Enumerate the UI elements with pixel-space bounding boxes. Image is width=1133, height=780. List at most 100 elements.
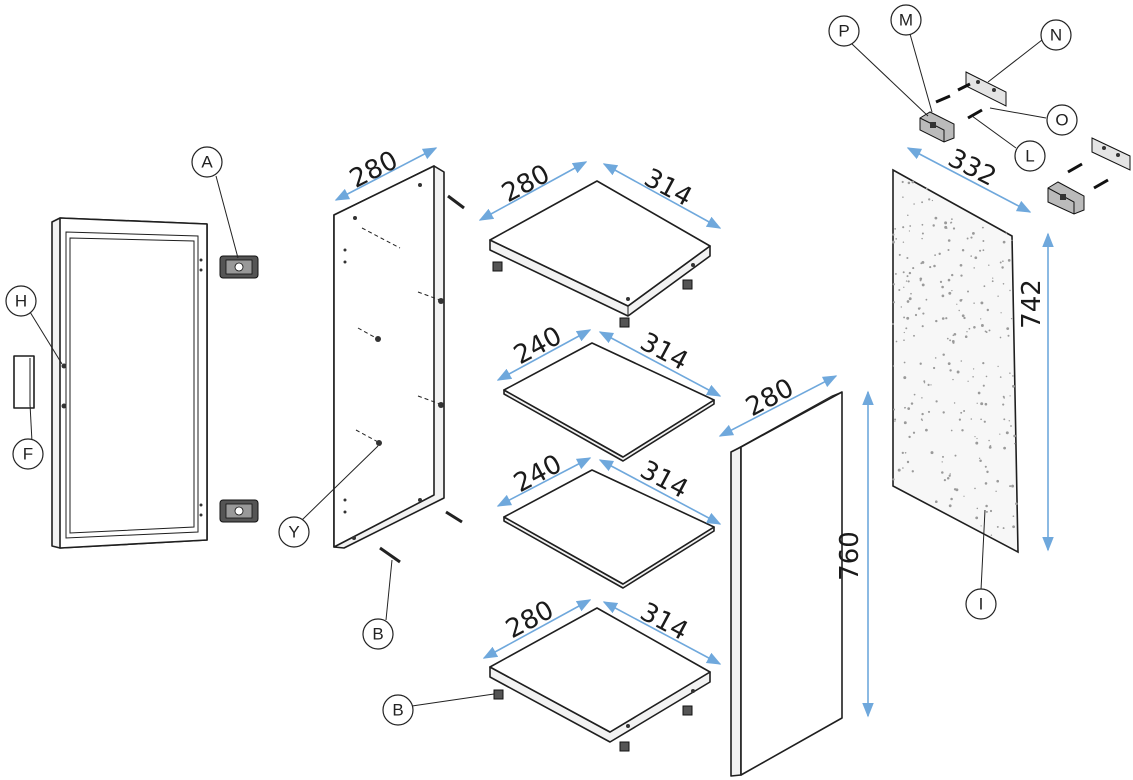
texture-speckle [999, 433, 1001, 435]
texture-speckle [985, 510, 988, 513]
texture-speckle [999, 261, 1002, 264]
texture-speckle [982, 384, 985, 387]
texture-speckle [976, 437, 978, 440]
texture-speckle [935, 319, 938, 323]
texture-speckle [985, 504, 988, 508]
callout-f-label: F [23, 445, 33, 464]
texture-speckle [1000, 312, 1002, 314]
texture-speckle [906, 460, 910, 464]
texture-speckle [902, 226, 905, 229]
callout-n: N [987, 19, 1072, 83]
texture-speckle [910, 402, 914, 405]
texture-speckle [892, 283, 895, 286]
texture-speckle [908, 435, 911, 439]
texture-speckle [959, 263, 963, 267]
texture-speckle [946, 476, 950, 480]
texture-speckle [903, 339, 905, 342]
texture-speckle [921, 232, 924, 235]
texture-speckle [966, 237, 969, 240]
texture-speckle [991, 280, 994, 283]
dimension-arrows [334, 147, 1054, 718]
texture-speckle [906, 256, 909, 260]
texture-speckle [973, 302, 975, 304]
callout-i-label: I [979, 595, 984, 614]
texture-speckle [919, 307, 921, 309]
callout-a: A [191, 146, 239, 259]
callout-o: O [989, 104, 1078, 136]
texture-speckle [1013, 434, 1016, 438]
texture-speckle [903, 286, 905, 288]
texture-speckle [950, 497, 953, 501]
texture-speckle [997, 365, 999, 368]
screws [935, 82, 1109, 190]
hanger-bracket-lower [1047, 181, 1085, 215]
texture-speckle [1012, 375, 1014, 377]
texture-speckle [1003, 397, 1006, 399]
texture-speckle [972, 376, 974, 378]
texture-speckle [958, 309, 960, 312]
texture-speckle [980, 318, 982, 320]
texture-speckle [935, 400, 938, 403]
texture-speckle [923, 380, 926, 383]
texture-speckle [894, 228, 897, 230]
texture-speckle [908, 230, 911, 232]
texture-speckle [927, 383, 930, 386]
texture-speckle [1003, 418, 1006, 421]
callout-l-label: L [1025, 147, 1034, 166]
texture-speckle [939, 280, 943, 284]
texture-speckle [953, 402, 956, 404]
texture-speckle [907, 214, 909, 217]
texture-speckle [1009, 395, 1011, 397]
texture-speckle [1014, 442, 1016, 445]
texture-speckle [980, 324, 984, 327]
texture-speckle [931, 199, 934, 202]
texture-speckle [934, 216, 938, 220]
hinge-top-icon [219, 255, 259, 279]
texture-speckle [1009, 485, 1012, 488]
texture-speckle [980, 301, 984, 305]
texture-speckle [951, 289, 953, 292]
texture-speckle [895, 238, 898, 240]
texture-speckle [925, 428, 928, 432]
texture-speckle [944, 225, 948, 229]
texture-speckle [1012, 384, 1015, 388]
texture-speckle [903, 361, 906, 364]
texture-speckle [948, 291, 952, 295]
texture-speckle [892, 365, 895, 367]
texture-speckle [908, 297, 912, 301]
texture-speckle [984, 330, 987, 333]
texture-speckle [995, 490, 997, 493]
texture-speckle [1015, 502, 1018, 505]
wall-plate-lower [1091, 137, 1131, 171]
texture-speckle [925, 187, 928, 190]
texture-speckle [980, 402, 984, 406]
texture-speckle [1005, 431, 1009, 435]
texture-speckle [910, 292, 912, 295]
texture-speckle [960, 411, 963, 414]
texture-speckle [950, 429, 953, 432]
texture-speckle [1012, 515, 1015, 518]
texture-speckle [973, 267, 975, 269]
texture-speckle [1009, 372, 1011, 374]
texture-speckle [952, 378, 954, 381]
texture-speckle [905, 280, 908, 282]
callout-a-label: A [201, 153, 213, 172]
texture-speckle [979, 249, 982, 252]
texture-speckle [911, 180, 915, 184]
door-handle [13, 355, 35, 409]
texture-speckle [999, 376, 1002, 378]
texture-speckle [989, 509, 993, 513]
texture-speckle [920, 418, 923, 421]
texture-speckle [913, 203, 915, 205]
texture-speckle [944, 221, 948, 225]
texture-speckle [961, 429, 964, 432]
texture-speckle [892, 478, 895, 481]
texture-speckle [894, 420, 896, 422]
texture-speckle [947, 239, 951, 242]
texture-speckle [930, 451, 934, 455]
texture-speckle [914, 313, 918, 317]
texture-speckle [912, 267, 915, 270]
texture-speckle [1002, 527, 1005, 530]
texture-speckle [898, 253, 901, 256]
texture-speckle [1001, 266, 1004, 269]
